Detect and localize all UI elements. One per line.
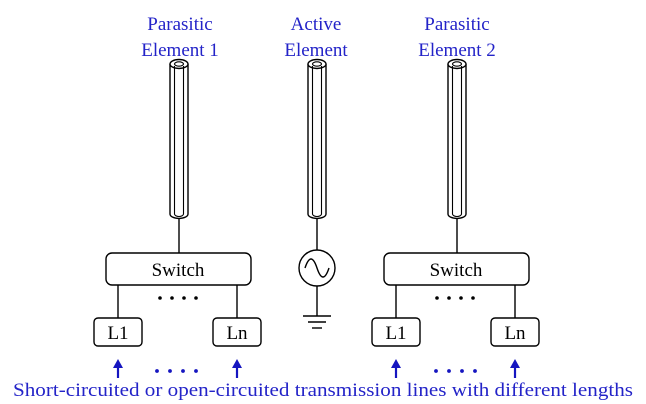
load-l1-right-label: L1: [385, 323, 406, 344]
switch-label-left: Switch: [152, 260, 205, 281]
ellipsis-dot-blue: [168, 369, 172, 373]
load-ln-right: [490, 317, 540, 347]
ellipsis-dot: [170, 296, 174, 300]
load-ln-right-label: Ln: [504, 323, 526, 344]
ellipsis-dot-blue: [194, 369, 198, 373]
ellipsis-dot: [459, 296, 463, 300]
load-ln-left: [212, 317, 262, 347]
load-l1-left-label: L1: [107, 323, 128, 344]
switch-box-left: [105, 252, 252, 286]
ellipsis-dot-blue: [460, 369, 464, 373]
ellipsis-dot-blue: [473, 369, 477, 373]
ellipsis-dot: [435, 296, 439, 300]
parasitic-element-2-label-line1: Parasitic: [424, 14, 489, 35]
ellipsis-dot-blue: [181, 369, 185, 373]
ellipsis-dot-blue: [447, 369, 451, 373]
up-arrow-icon: [232, 359, 242, 378]
up-arrow-icon: [391, 359, 401, 378]
ellipsis-dot: [158, 296, 162, 300]
caption: Short-circuited or open-circuited transm…: [13, 380, 633, 401]
ellipsis-dot-blue: [434, 369, 438, 373]
ellipsis-dot: [471, 296, 475, 300]
parasitic-element-1-label-line2: Element 1: [141, 40, 219, 61]
parasitic-element-2-label-line2: Element 2: [418, 40, 496, 61]
ellipsis-dot: [194, 296, 198, 300]
ellipsis-dot: [182, 296, 186, 300]
up-arrow-icon: [510, 359, 520, 378]
switch-label-right: Switch: [430, 260, 483, 281]
load-ln-left-label: Ln: [226, 323, 248, 344]
ellipsis-dot: [447, 296, 451, 300]
parasitic-element-1-antenna: [169, 58, 189, 220]
load-l1-left: [93, 317, 143, 347]
active-element-label-line1: Active: [291, 14, 342, 35]
sine-wave-icon: [304, 258, 330, 278]
active-element-label-line2: Element: [284, 40, 348, 61]
ellipsis-dot-blue: [155, 369, 159, 373]
load-l1-right: [371, 317, 421, 347]
parasitic-element-1-label-line1: Parasitic: [147, 14, 212, 35]
ground-icon: [303, 315, 331, 329]
switch-box-right: [383, 252, 530, 286]
up-arrow-icon: [113, 359, 123, 378]
parasitic-element-2-antenna: [447, 58, 467, 220]
active-element-antenna: [307, 58, 327, 220]
